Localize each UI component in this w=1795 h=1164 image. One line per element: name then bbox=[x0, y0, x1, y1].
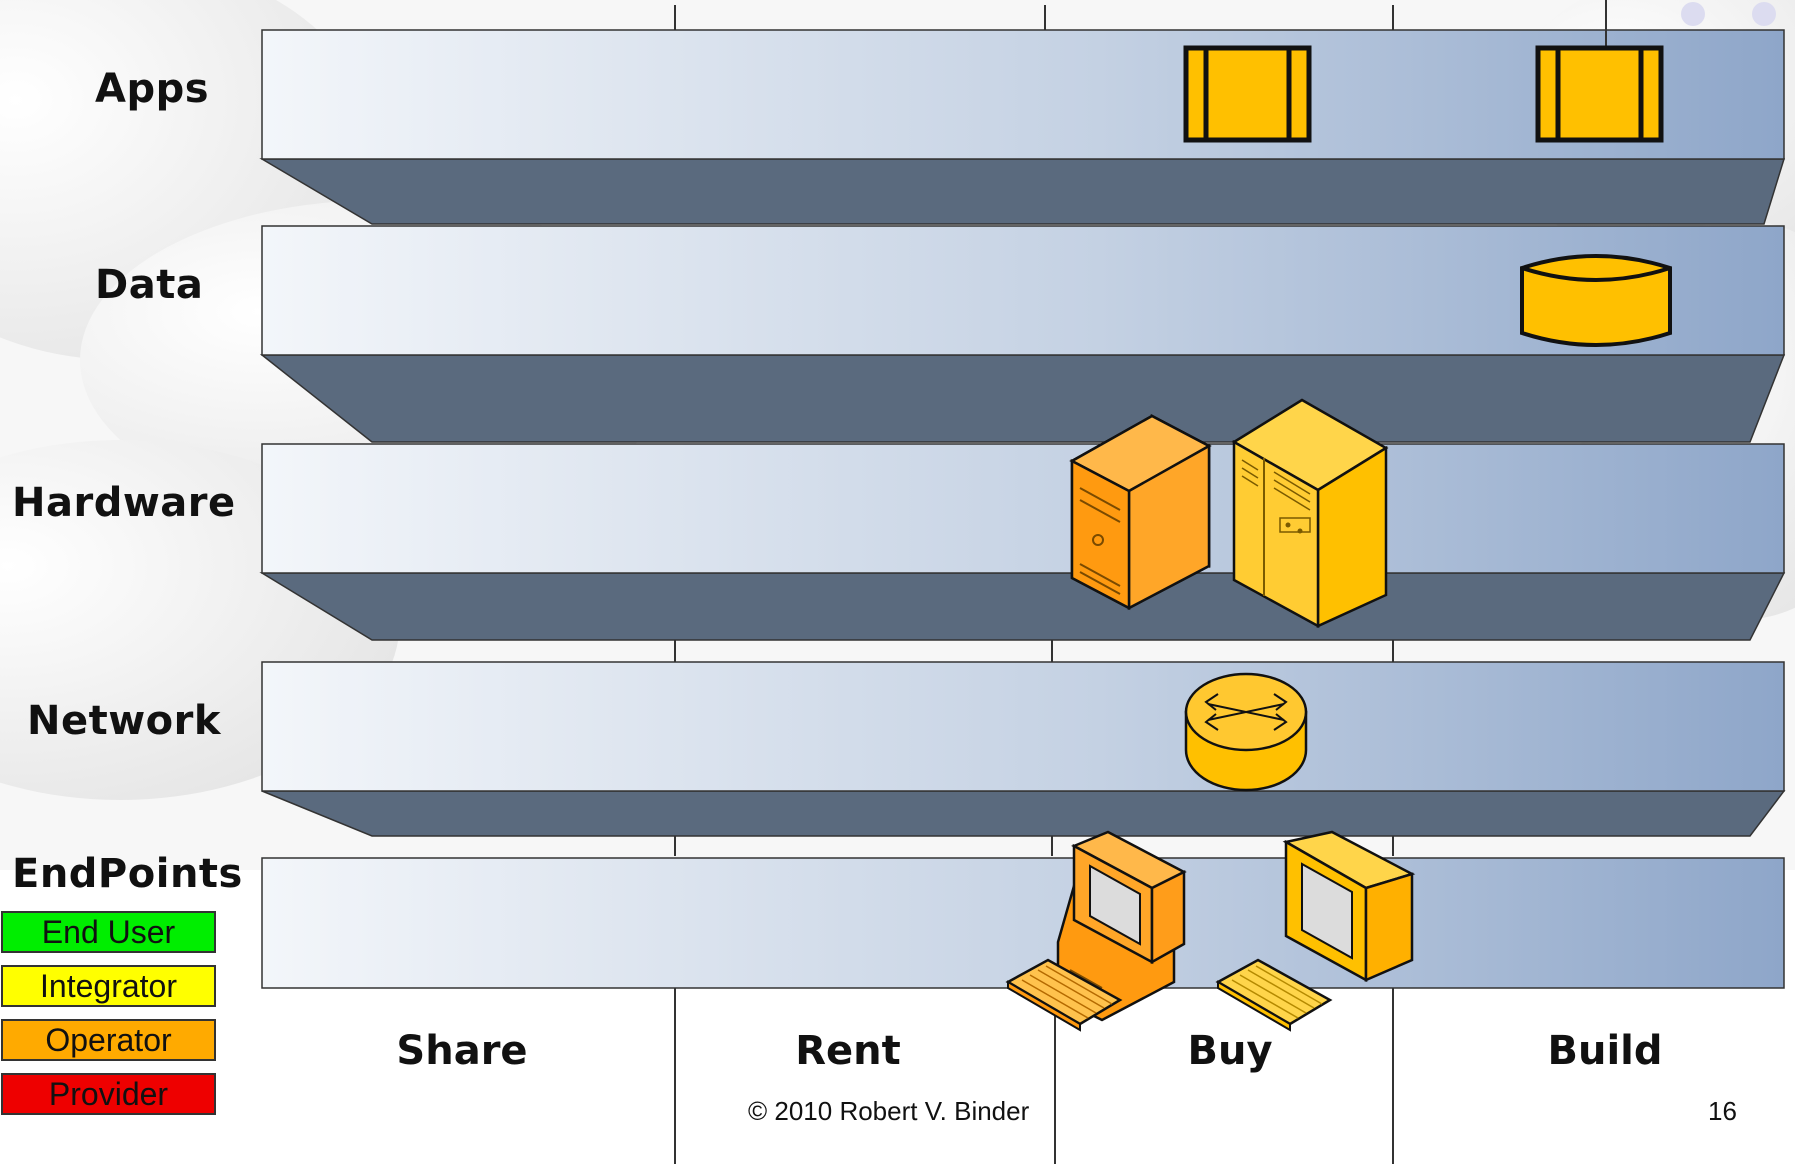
row-label-hardware: Hardware bbox=[12, 480, 236, 526]
database-icon bbox=[1520, 254, 1672, 347]
legend-provider: Provider bbox=[1, 1073, 216, 1115]
shelf-network bbox=[261, 661, 1786, 837]
router-icon bbox=[1184, 672, 1308, 792]
row-label-data: Data bbox=[95, 262, 204, 308]
copyright-text: © 2010 Robert V. Binder bbox=[748, 1096, 1030, 1126]
row-label-network: Network bbox=[27, 698, 221, 744]
server-tower-icon bbox=[1069, 413, 1212, 611]
row-label-apps: Apps bbox=[95, 66, 210, 112]
desktop-computer-icon bbox=[1005, 830, 1187, 1032]
application-icon bbox=[1535, 45, 1664, 143]
terminal-icon bbox=[1215, 830, 1416, 1032]
shelf-apps bbox=[259, 29, 1786, 225]
legend-end-user: End User bbox=[1, 911, 216, 953]
page-number: 16 bbox=[1708, 1096, 1737, 1126]
legend-integrator: Integrator bbox=[1, 965, 216, 1007]
decor-dot bbox=[1681, 2, 1705, 26]
server-rack-icon bbox=[1231, 398, 1389, 629]
column-label-share: Share bbox=[396, 1028, 528, 1074]
shelf-hardware bbox=[259, 443, 1786, 641]
shelf-endpoints bbox=[261, 857, 1785, 989]
application-icon bbox=[1183, 45, 1312, 143]
column-label-buy: Buy bbox=[1187, 1028, 1273, 1074]
legend-operator: Operator bbox=[1, 1019, 216, 1061]
row-label-endpoints: EndPoints bbox=[12, 851, 243, 897]
column-separators bbox=[674, 5, 1394, 1164]
column-label-rent: Rent bbox=[795, 1028, 901, 1074]
column-label-build: Build bbox=[1547, 1028, 1663, 1074]
decor-dot bbox=[1752, 2, 1776, 26]
